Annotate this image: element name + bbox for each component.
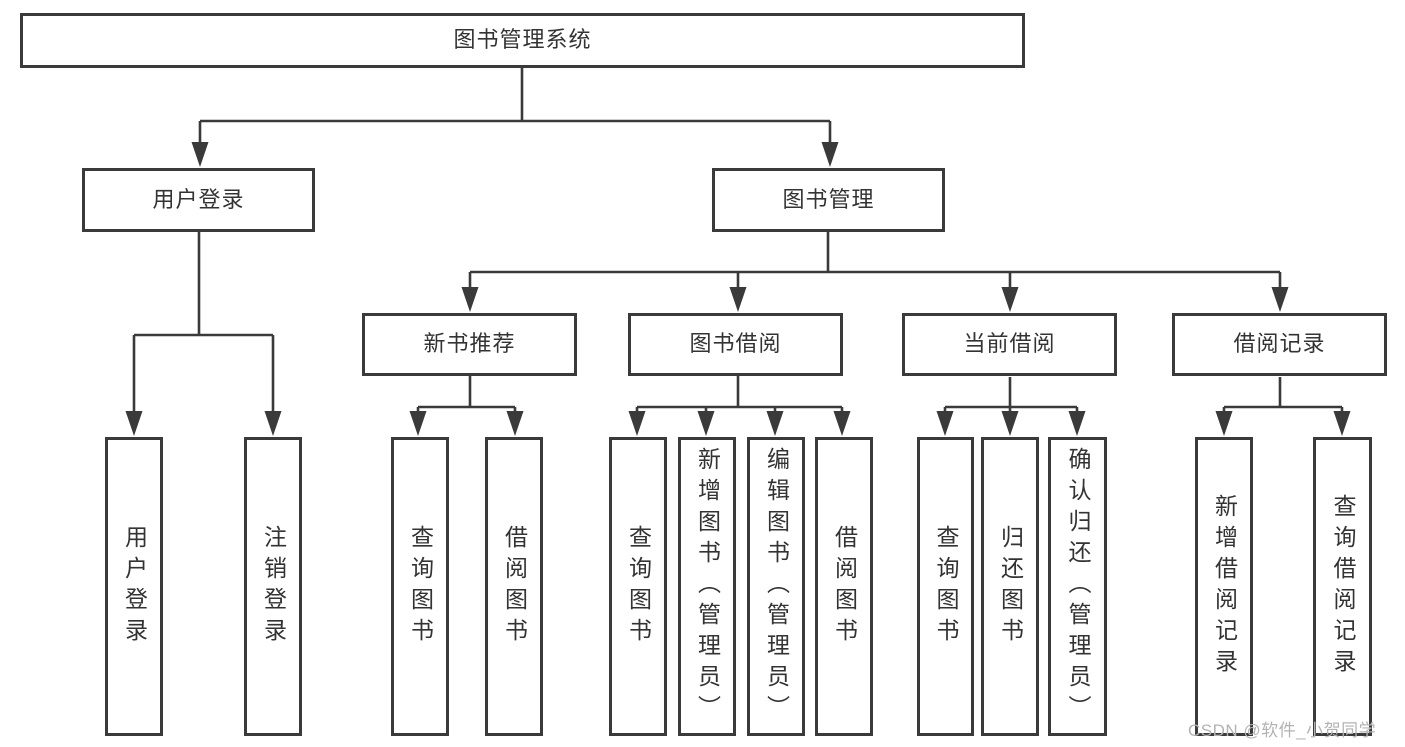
node-label: 新书推荐 <box>423 331 516 357</box>
node-library-management-system: 图书管理系统 <box>20 13 1025 68</box>
leaf-edit-book-admin: 编辑图书（管理员） <box>747 437 805 736</box>
leaf-query-books-current: 查询图书 <box>917 437 974 736</box>
node-label: 查询借阅记录 <box>1330 493 1356 680</box>
connector-root-to-level2 <box>198 66 832 145</box>
node-label: 查询图书 <box>625 524 652 649</box>
leaf-return-book: 归还图书 <box>981 437 1039 736</box>
node-book-borrow: 图书借阅 <box>628 313 843 376</box>
leaf-add-book-admin: 新增图书（管理员） <box>678 437 736 736</box>
node-label: 注销登录 <box>260 524 287 649</box>
node-label: 借阅图书 <box>501 524 528 649</box>
leaf-confirm-return-admin: 确认归还（管理员） <box>1048 437 1107 736</box>
node-label: 用户登录 <box>152 186 245 212</box>
node-label: 图书借阅 <box>689 331 782 357</box>
node-label: 编辑图书（管理员） <box>763 447 790 726</box>
node-label: 新增借阅记录 <box>1211 493 1238 680</box>
node-book-management: 图书管理 <box>712 168 945 232</box>
node-label: 当前借阅 <box>963 331 1056 357</box>
node-label: 归还图书 <box>997 524 1024 649</box>
leaf-query-books-borrow: 查询图书 <box>609 437 667 736</box>
node-new-book-recommend: 新书推荐 <box>362 313 577 376</box>
node-label: 图书管理 <box>782 186 875 212</box>
connector-userlogin-to-leaves <box>132 232 275 415</box>
leaf-logout: 注销登录 <box>244 437 302 736</box>
node-label: 查询图书 <box>933 524 959 649</box>
node-label: 图书管理系统 <box>453 27 592 53</box>
watermark: CSDN @软件_小贺同学 <box>1188 721 1377 740</box>
connector-records-to-leaves <box>1222 377 1344 416</box>
node-label: 用户登录 <box>121 524 148 649</box>
connector-current-to-leaves <box>943 377 1079 416</box>
node-label: 借阅记录 <box>1233 331 1326 357</box>
connector-borrow-to-leaves <box>635 375 844 416</box>
leaf-add-borrow-record: 新增借阅记录 <box>1195 437 1253 736</box>
connector-recommend-to-leaves <box>416 375 517 416</box>
leaf-borrow-books-recommend: 借阅图书 <box>485 437 543 736</box>
connector-bookmgmt-to-level3 <box>468 232 1282 291</box>
node-user-login: 用户登录 <box>82 168 315 232</box>
node-label: 新增图书（管理员） <box>694 447 721 726</box>
arrow-down-icons <box>125 142 1351 436</box>
leaf-query-books-recommend: 查询图书 <box>391 437 449 736</box>
leaf-query-borrow-record: 查询借阅记录 <box>1313 437 1372 736</box>
node-borrow-records: 借阅记录 <box>1172 313 1387 376</box>
leaf-user-login: 用户登录 <box>105 437 163 736</box>
leaf-borrow-books: 借阅图书 <box>815 437 873 736</box>
node-label: 确认归还（管理员） <box>1065 447 1091 726</box>
node-label: 查询图书 <box>407 524 434 649</box>
node-label: 借阅图书 <box>831 524 858 649</box>
node-current-borrow: 当前借阅 <box>902 313 1117 376</box>
